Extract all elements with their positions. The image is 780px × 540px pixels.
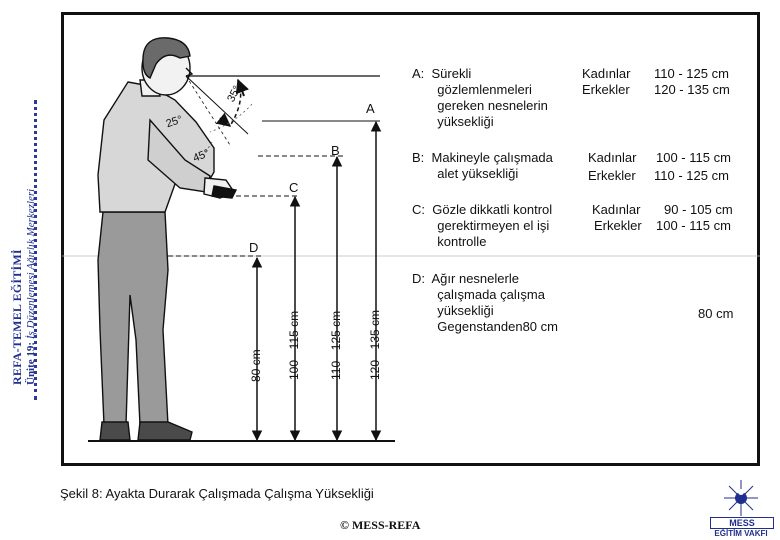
note-a-men-value: 120 - 135 cm	[654, 82, 730, 97]
note-a-women-value: 110 - 125 cm	[654, 66, 729, 81]
note-c-men-value: 100 - 115 cm	[656, 218, 731, 233]
dim-label-c: 100 - 115 cm	[287, 310, 301, 380]
sight-line-45	[185, 75, 231, 146]
person-figure	[97, 37, 238, 441]
sidebar-dotted-rule	[34, 100, 37, 400]
note-c-text: C: Gözle dikkatli kontrol gerektirmeyen …	[412, 202, 553, 249]
mess-logo: MESS EĞİTİM VAKFI	[710, 478, 774, 538]
angle-arrow-35	[235, 78, 249, 97]
note-a-text: A: Sürekli gözlemlenmeleri gereken nesne…	[412, 66, 548, 129]
dim-label-b: 110 - 125 cm	[329, 310, 343, 380]
copyright-text: © MESS-REFA	[340, 518, 421, 532]
note-b-men-label: Erkekler	[588, 168, 636, 183]
figure-caption: Şekil 8: Ayakta Durarak Çalışmada Çalışm…	[60, 486, 374, 501]
note-a-men-label: Erkekler	[582, 82, 630, 97]
dim-label-d: 80 cm	[249, 349, 263, 382]
note-b-men-value: 110 - 125 cm	[654, 168, 729, 183]
note-a-women-label: Kadınlar	[582, 66, 631, 81]
note-c-women-label: Kadınlar	[592, 202, 641, 217]
angle-arrow-35b	[215, 112, 232, 127]
angle-arc-25	[209, 103, 253, 133]
figure-frame	[61, 12, 760, 466]
note-b-text: B: Makineyle çalışmada alet yüksekliği	[412, 150, 553, 181]
marker-c: C	[289, 180, 299, 195]
note-c-women-value: 90 - 105 cm	[664, 202, 733, 217]
angle-arc-45	[199, 141, 213, 157]
logo-star-icon	[724, 480, 758, 516]
note-d-value: 80 cm	[698, 306, 734, 321]
note-c-men-label: Erkekler	[594, 218, 642, 233]
marker-d: D	[249, 240, 259, 255]
note-d-text: D: Ağır nesnelerle çalışmada çalışma yük…	[412, 271, 558, 334]
dim-label-a: 120 - 135 cm	[368, 309, 382, 380]
logo-subtitle: EĞİTİM VAKFI	[714, 529, 768, 538]
sight-line-35	[185, 75, 249, 135]
marker-a: A	[366, 101, 375, 116]
marker-b: B	[331, 143, 340, 158]
note-b-women-value: 100 - 115 cm	[656, 150, 731, 165]
logo-name: MESS	[710, 517, 774, 529]
note-b-women-label: Kadınlar	[588, 150, 637, 165]
